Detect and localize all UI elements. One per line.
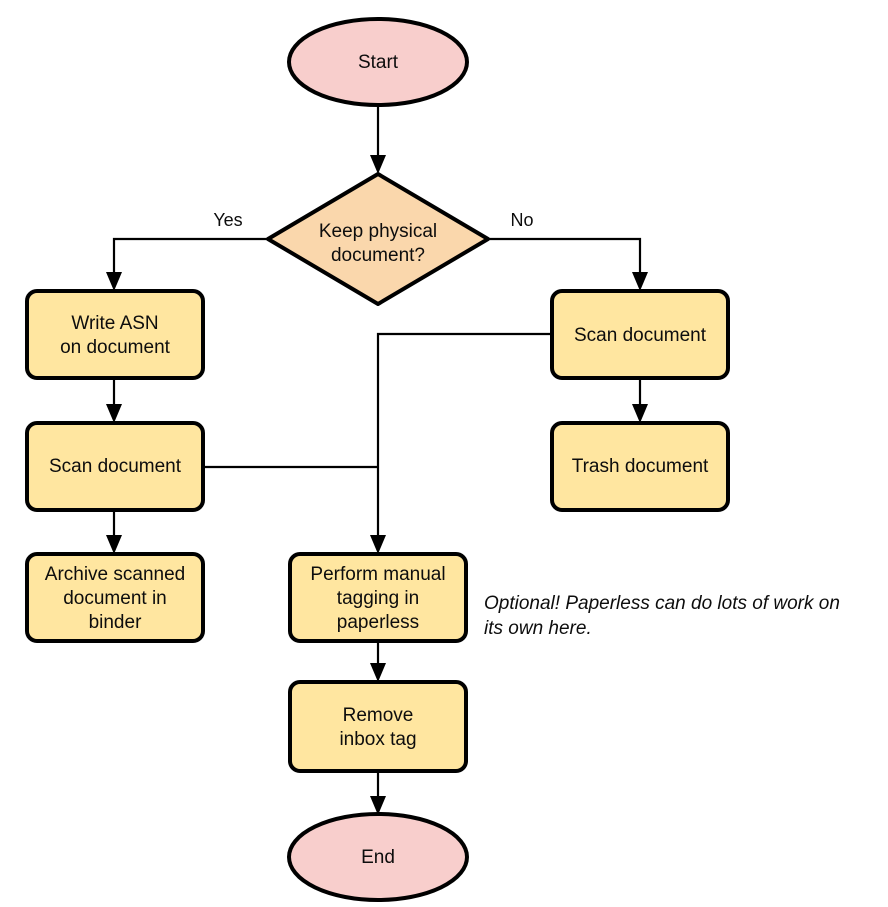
node-tagging-label-line3: paperless — [337, 612, 419, 633]
annotation-line1: Optional! Paperless can do lots of work … — [484, 593, 840, 614]
node-remove-label-line1: Remove — [343, 705, 414, 726]
node-end-label: End — [361, 847, 395, 868]
node-decision-keep-physical-document[interactable]: Keep physical document? — [266, 172, 490, 306]
arrowhead-icon — [370, 663, 386, 682]
edge-label-no: No — [510, 210, 533, 230]
process-box[interactable] — [550, 421, 730, 512]
node-write-asn-label-line1: Write ASN — [71, 313, 158, 334]
annotation-optional-paperless: Optional! Paperless can do lots of work … — [484, 593, 840, 639]
node-remove-inbox-tag[interactable]: Remove inbox tag — [288, 680, 468, 773]
edge-line — [488, 237, 642, 279]
node-archive-scanned-document-in-binder[interactable]: Archive scanned document in binder — [25, 552, 205, 643]
edge-write-asn-to-scan-left — [106, 378, 122, 423]
process-box[interactable] — [25, 289, 205, 380]
edge-scan-right-to-tagging — [370, 332, 552, 554]
arrowhead-icon — [106, 404, 122, 423]
node-trash-document[interactable]: Trash document — [550, 421, 730, 512]
arrowhead-icon — [632, 404, 648, 423]
end-ellipse[interactable] — [287, 812, 469, 902]
node-remove-label-line2: inbox tag — [339, 729, 416, 750]
node-write-asn-on-document[interactable]: Write ASN on document — [25, 289, 205, 380]
edge-remove-to-end — [370, 771, 386, 815]
process-box[interactable] — [25, 421, 205, 512]
node-start-label: Start — [358, 52, 399, 73]
node-decision-label-line1: Keep physical — [319, 221, 437, 242]
edge-tagging-to-remove — [370, 641, 386, 682]
process-box[interactable] — [288, 552, 468, 643]
edge-label-yes: Yes — [213, 210, 242, 230]
process-box[interactable] — [550, 289, 730, 380]
node-scan-right-label: Scan document — [574, 325, 707, 346]
decision-diamond[interactable] — [266, 172, 490, 306]
node-start[interactable]: Start — [287, 17, 469, 107]
node-scan-document-right[interactable]: Scan document — [550, 289, 730, 380]
node-trash-label: Trash document — [572, 456, 709, 477]
annotation-line2: its own here. — [484, 618, 592, 639]
arrowhead-icon — [370, 535, 386, 554]
edge-scan-right-to-trash — [632, 378, 648, 423]
edge-decision-no-to-scan-right — [488, 237, 648, 291]
node-perform-manual-tagging-in-paperless[interactable]: Perform manual tagging in paperless — [288, 552, 468, 643]
arrowhead-icon — [106, 535, 122, 554]
process-box[interactable] — [25, 552, 205, 643]
node-archive-label-line1: Archive scanned — [45, 564, 185, 585]
start-ellipse[interactable] — [287, 17, 469, 107]
arrowhead-icon — [106, 272, 122, 291]
edge-scan-left-to-archive — [106, 510, 122, 554]
node-scan-left-label: Scan document — [49, 456, 182, 477]
node-tagging-label-line1: Perform manual — [310, 564, 445, 585]
node-archive-label-line2: document in — [63, 588, 167, 609]
node-decision-label-line2: document? — [331, 245, 425, 266]
node-archive-label-line3: binder — [89, 612, 142, 633]
arrowhead-icon — [370, 155, 386, 174]
arrowhead-icon — [632, 272, 648, 291]
edge-line — [376, 332, 552, 542]
node-write-asn-label-line2: on document — [60, 337, 171, 358]
node-scan-document-left[interactable]: Scan document — [25, 421, 205, 512]
edge-start-to-decision — [370, 104, 386, 174]
edge-decision-yes-to-write-asn — [106, 237, 268, 291]
node-end[interactable]: End — [287, 812, 469, 902]
node-tagging-label-line2: tagging in — [337, 588, 419, 609]
arrowhead-icon — [370, 796, 386, 815]
edge-line — [112, 237, 268, 279]
process-box[interactable] — [288, 680, 468, 773]
